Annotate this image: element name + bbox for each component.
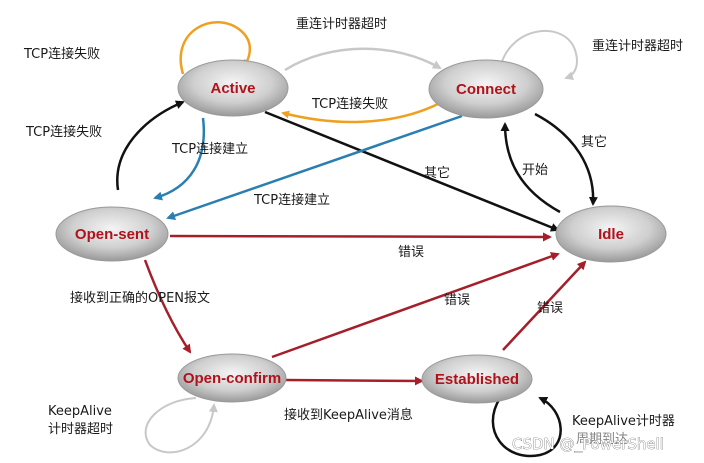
label-established-self-line2: 周期到达 xyxy=(576,432,628,447)
label-active-to-connect: 重连计时器超时 xyxy=(296,16,387,32)
state-idle-label: Idle xyxy=(598,226,624,243)
label-active-to-opensent: TCP连接建立 xyxy=(171,141,248,157)
label-openconfirm-self-line1: KeepAlive xyxy=(48,404,112,419)
edge-opensent-to-openconfirm xyxy=(143,259,192,354)
state-connect: Connect xyxy=(428,59,544,119)
edge-openconfirm-to-established xyxy=(284,376,424,386)
state-open-confirm-label: Open-confirm xyxy=(183,370,281,387)
label-connect-to-idle: 其它 xyxy=(581,134,607,150)
state-open-sent: Open-sent xyxy=(55,206,169,262)
edge-opensent-to-active xyxy=(116,100,185,191)
state-active: Active xyxy=(177,59,289,117)
label-openconfirm-self-line2: 计时器超时 xyxy=(48,422,113,437)
state-open-confirm: Open-confirm xyxy=(177,353,287,403)
state-open-sent-label: Open-sent xyxy=(75,226,149,243)
state-established-label: Established xyxy=(435,371,519,388)
edge-active-to-connect xyxy=(284,47,442,72)
label-opensent-to-openconfirm: 接收到正确的OPEN报文 xyxy=(70,290,210,306)
edge-connect-to-opensent xyxy=(166,114,463,220)
label-established-self-line1: KeepAlive计时器 xyxy=(572,414,675,429)
label-openconfirm-to-established: 接收到KeepAlive消息 xyxy=(284,407,413,423)
label-connect-self: 重连计时器超时 xyxy=(592,38,683,54)
edge-established-to-idle xyxy=(502,260,587,351)
label-active-to-idle: 其它 xyxy=(424,165,450,181)
edge-connect-to-idle xyxy=(534,112,598,206)
watermark: CSDN @_PowerShell xyxy=(512,435,664,454)
edge-idle-to-connect xyxy=(500,122,561,214)
label-opensent-to-active: TCP连接失败 xyxy=(25,124,102,140)
label-connect-to-opensent: TCP连接建立 xyxy=(253,192,330,208)
label-connect-to-active: TCP连接失败 xyxy=(311,96,388,112)
state-established: Established xyxy=(421,354,533,404)
edge-openconfirm-to-idle xyxy=(271,252,560,359)
edge-active-self-loop xyxy=(179,21,252,75)
edge-openconfirm-self-loop xyxy=(144,397,218,454)
edge-active-to-idle xyxy=(264,110,560,232)
state-connect-label: Connect xyxy=(456,81,516,98)
edge-opensent-to-idle xyxy=(169,232,552,242)
state-idle: Idle xyxy=(555,205,667,263)
state-active-label: Active xyxy=(210,80,255,97)
edge-connect-to-active xyxy=(281,101,441,124)
edge-established-self-loop xyxy=(491,396,562,458)
label-active-self: TCP连接失败 xyxy=(23,46,100,62)
label-openconfirm-to-idle: 错误 xyxy=(444,293,470,308)
label-opensent-to-idle: 错误 xyxy=(398,245,424,260)
label-established-to-idle: 错误 xyxy=(537,301,563,316)
edge-connect-self-loop xyxy=(499,29,578,81)
label-idle-to-connect: 开始 xyxy=(522,163,548,178)
edge-active-to-opensent xyxy=(153,117,206,201)
